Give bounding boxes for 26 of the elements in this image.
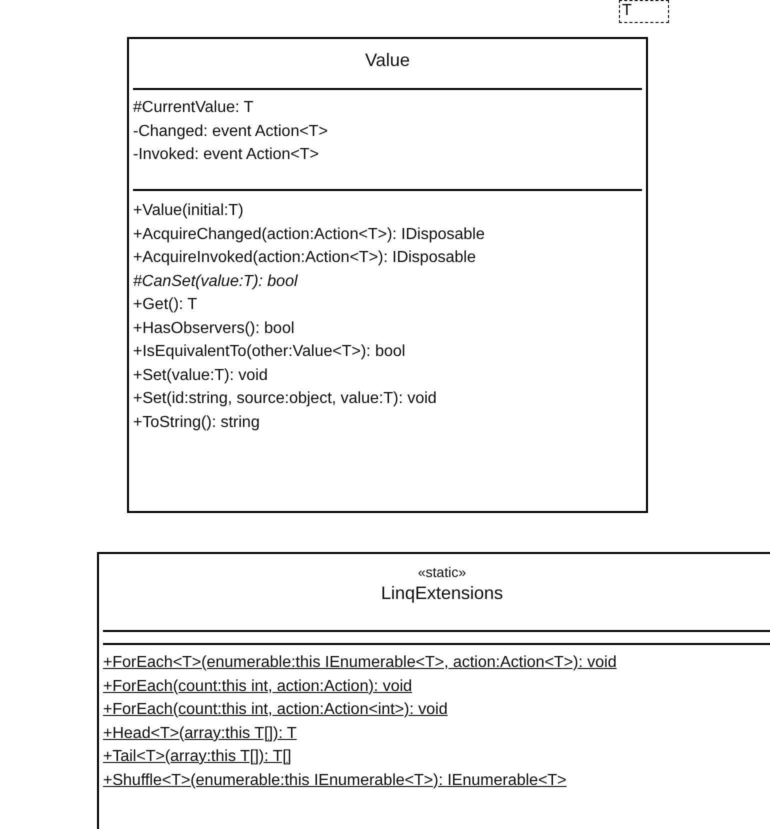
method-text: +ToString(): string	[132, 412, 260, 432]
attribute-text: -Invoked: event Action<T>	[132, 145, 319, 165]
method-text: +Tail<T>(array:this T[]): T[]	[102, 747, 292, 767]
class-box	[127, 37, 648, 513]
method-text: +ForEach<T>(enumerable:this IEnumerable<T>, action:Action<T>): void	[102, 653, 617, 673]
method-text: +Value(initial:T)	[132, 201, 244, 221]
method-text: +AcquireChanged(action:Action<T>): IDisposable	[132, 224, 485, 244]
template-parameter-box	[619, 0, 669, 23]
method-text: +IsEquivalentTo(other:Value<T>): bool	[132, 342, 406, 362]
method-text: +Set(value:T): void	[132, 366, 268, 386]
stereotype-text: «static»	[418, 563, 466, 582]
method-text: +AcquireInvoked(action:Action<T>): IDisposable	[132, 248, 476, 268]
class-name: LinqExtensions	[380, 582, 504, 605]
class-name: Value	[365, 49, 410, 72]
method-text: +HasObservers(): bool	[132, 318, 294, 338]
method-text: +Head<T>(array:this T[]): T	[102, 724, 297, 744]
method-text: +Get(): T	[132, 295, 198, 315]
class-box	[97, 552, 770, 829]
attribute-text: #CurrentValue: T	[132, 98, 254, 118]
method-text: +Set(id:string, source:object, value:T): void	[132, 389, 437, 409]
method-text: #CanSet(value:T): bool	[132, 272, 298, 292]
method-text: +ForEach(count:this int, action:Action): void	[102, 676, 412, 696]
method-text: +ForEach(count:this int, action:Action<int>): void	[102, 700, 448, 720]
method-text: +Shuffle<T>(enumerable:this IEnumerable<T>): IEnumerable<T>	[102, 770, 567, 790]
attribute-text: -Changed: event Action<T>	[132, 122, 328, 142]
template-parameter: T	[621, 1, 632, 20]
